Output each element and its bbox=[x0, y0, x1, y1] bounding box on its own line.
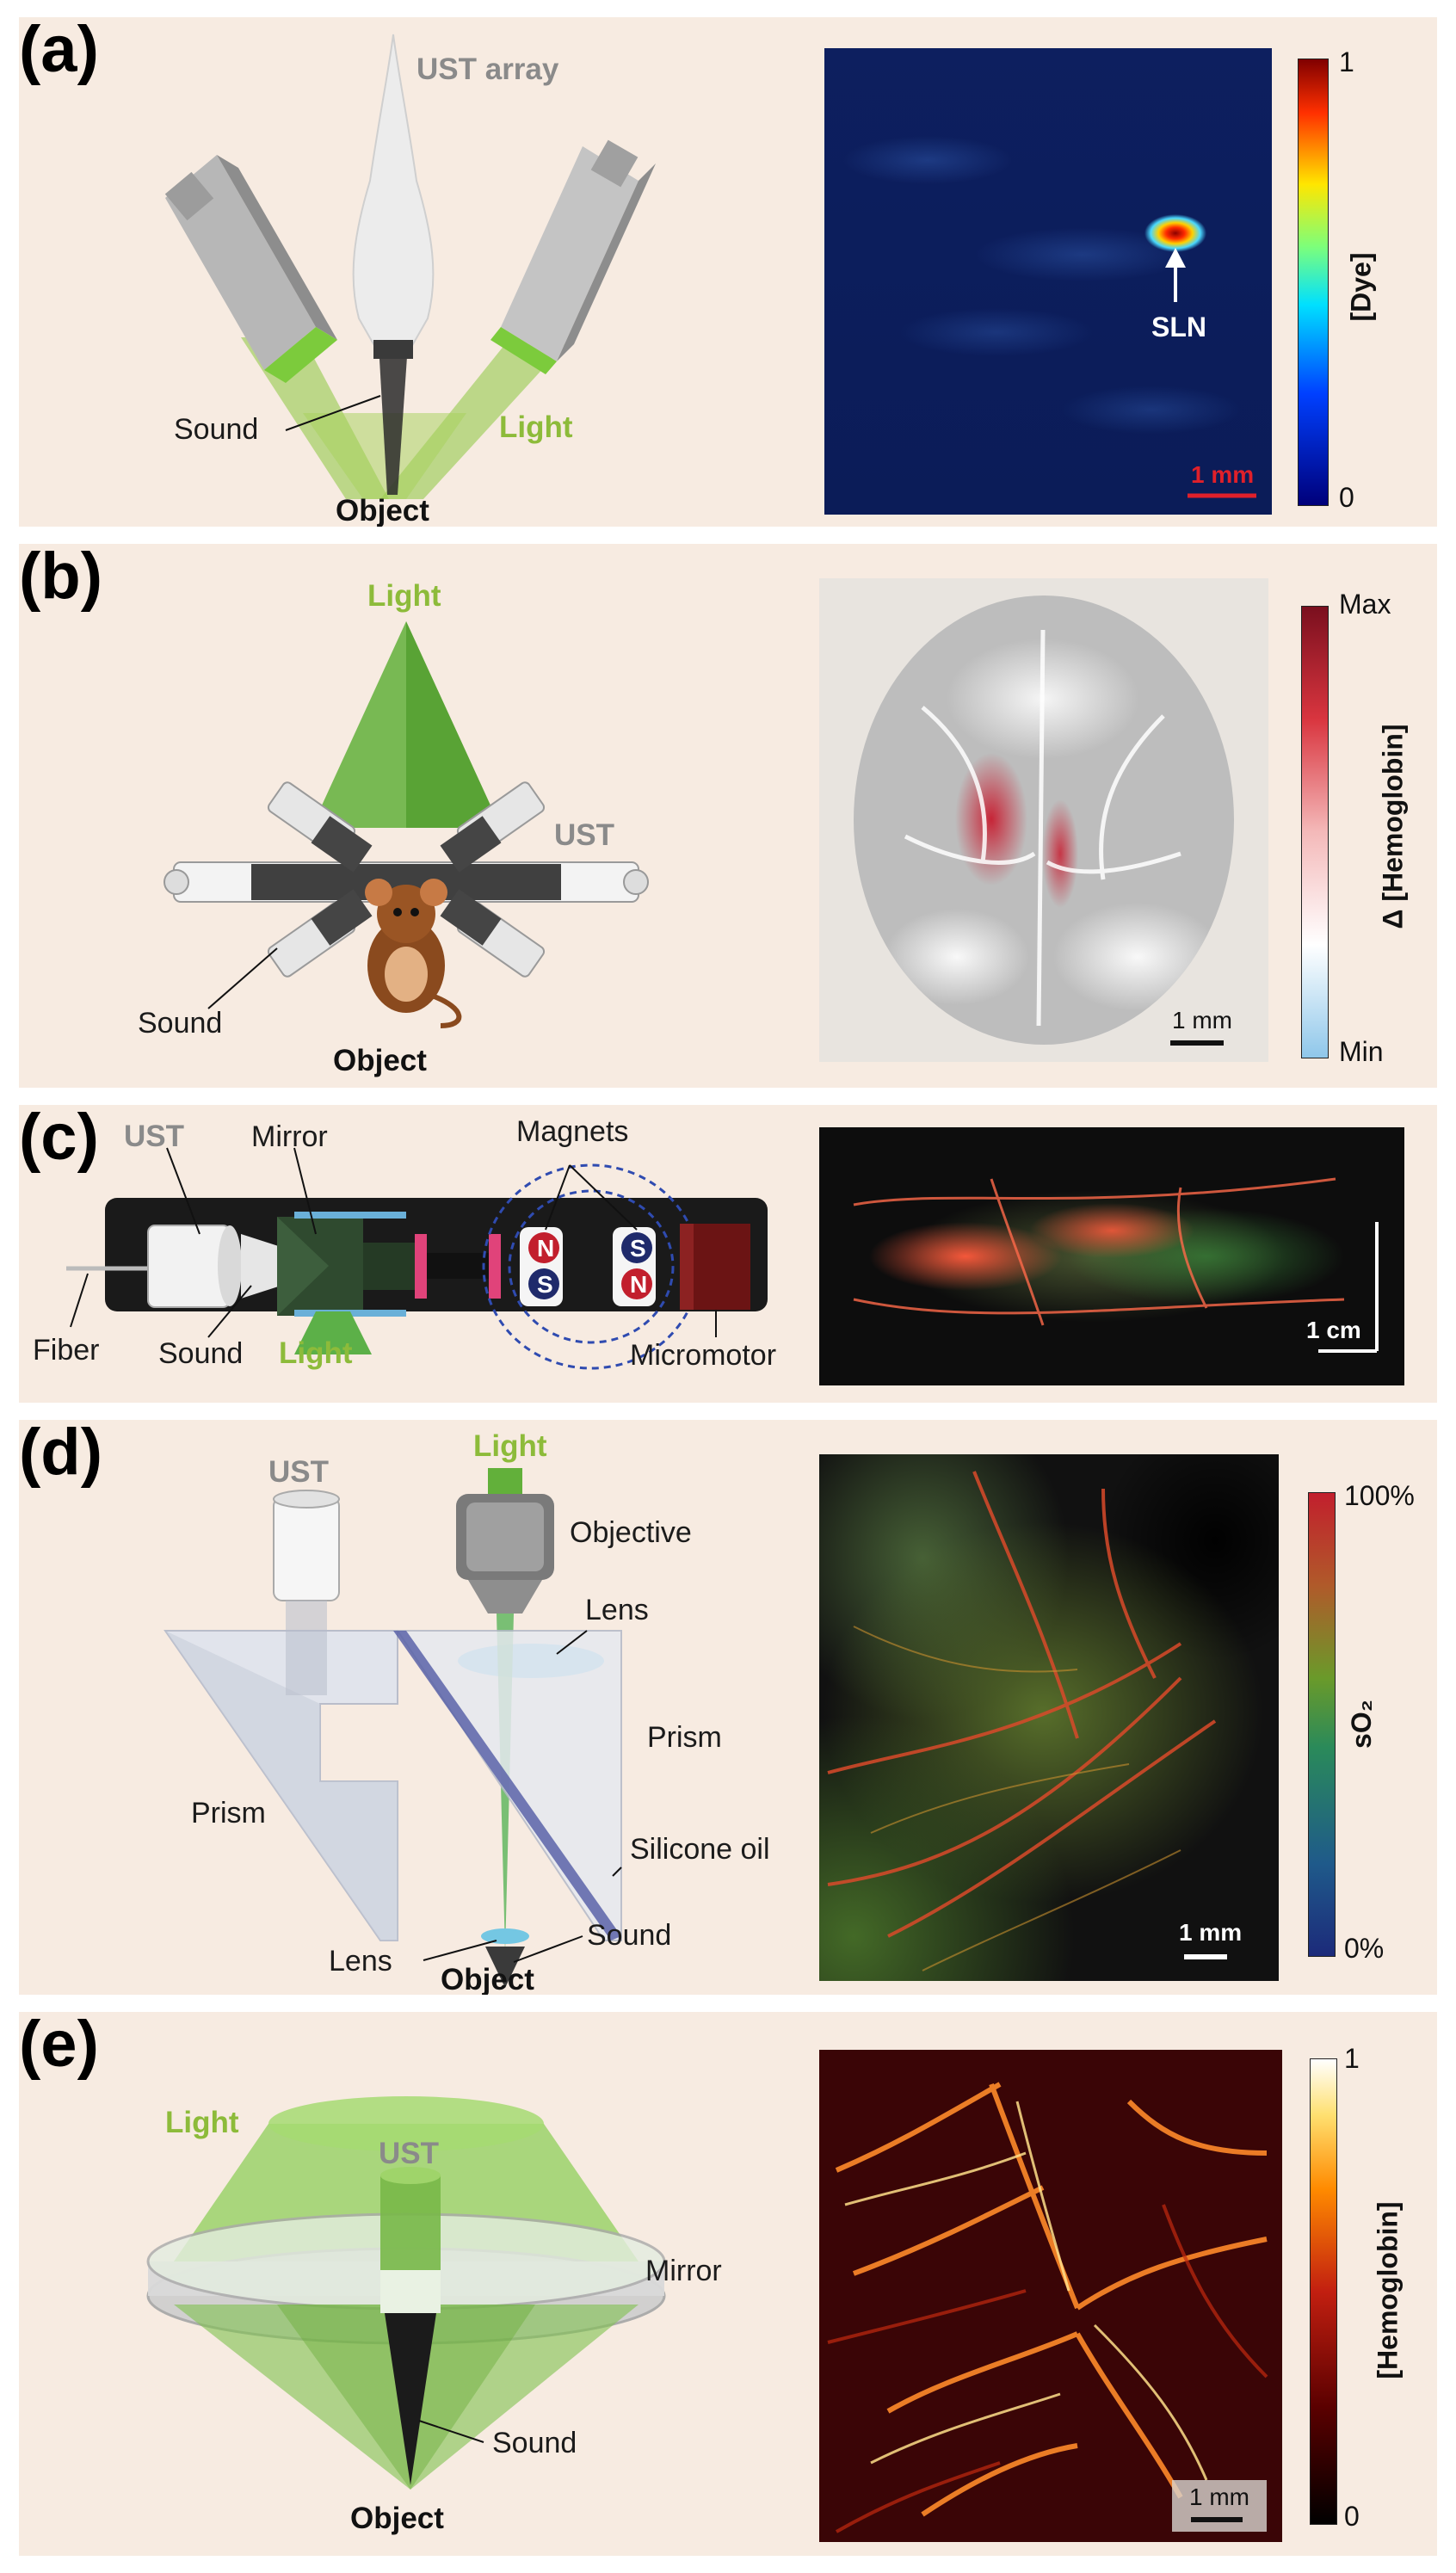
diagram-b: Light UST Sound Object bbox=[138, 579, 649, 1077]
label-ust-array: UST array bbox=[416, 52, 559, 86]
label-ust: UST bbox=[124, 1120, 184, 1153]
label-micromotor: Micromotor bbox=[630, 1339, 776, 1372]
label-sound: Sound bbox=[587, 1919, 671, 1952]
label-object: Object bbox=[350, 2502, 444, 2535]
label-sound: Sound bbox=[158, 1337, 243, 1370]
panel-letter: (a) bbox=[19, 17, 99, 86]
label-light: Light bbox=[499, 410, 573, 444]
label-fiber: Fiber bbox=[33, 1334, 99, 1367]
label-sound: Sound bbox=[138, 1007, 222, 1040]
colorbar-min: Min bbox=[1339, 1036, 1384, 1067]
colorbar-min: 0 bbox=[1344, 2501, 1360, 2532]
magnet-north-label: N bbox=[537, 1235, 554, 1262]
label-object: Object bbox=[333, 1044, 427, 1077]
colorbar-max: 100% bbox=[1344, 1480, 1415, 1511]
panel-letter: (e) bbox=[19, 2012, 99, 2081]
colorbar-hemoglobin bbox=[1310, 2058, 1337, 2525]
colorbar-min: 0% bbox=[1344, 1933, 1385, 1964]
image-hemoglobin-vessels: 1 mm bbox=[819, 2050, 1282, 2542]
image-endoscopic-vessels: 1 cm bbox=[819, 1127, 1404, 1385]
label-object: Object bbox=[441, 1963, 534, 1995]
label-mirror: Mirror bbox=[645, 2255, 722, 2287]
diagram-a: UST array Sound Light Object bbox=[164, 34, 656, 527]
panel-letter: (d) bbox=[19, 1420, 103, 1489]
label-silicone-oil: Silicone oil bbox=[630, 1833, 770, 1866]
magnet-south-label: S bbox=[630, 1235, 646, 1262]
scale-bar-label: 1 mm bbox=[1179, 1919, 1243, 1946]
colorbar-hemoglobin-delta bbox=[1301, 606, 1329, 1058]
panel-c: (c) N S S N bbox=[19, 1105, 1437, 1403]
colorbar-label: sO₂ bbox=[1345, 1700, 1377, 1749]
label-object: Object bbox=[336, 494, 429, 527]
panel-letter: (c) bbox=[19, 1105, 99, 1174]
label-ust: UST bbox=[379, 2137, 439, 2170]
label-light: Light bbox=[165, 2106, 239, 2139]
label-magnets: Magnets bbox=[516, 1115, 628, 1148]
label-objective: Objective bbox=[570, 1516, 692, 1549]
scale-bar-label: 1 mm bbox=[1172, 1007, 1232, 1034]
label-sound: Sound bbox=[174, 413, 258, 446]
colorbar-label: [Dye] bbox=[1345, 252, 1377, 322]
panel-a: (a) UST array Sound Light Object bbox=[19, 17, 1437, 527]
colorbar-so2 bbox=[1308, 1492, 1336, 1957]
colorbar-max: Max bbox=[1339, 589, 1391, 620]
scale-bar-label: 1 cm bbox=[1306, 1317, 1361, 1343]
panel-b: (b) Light UST Sound bbox=[19, 544, 1437, 1088]
label-light: Light bbox=[473, 1429, 547, 1463]
magnet-south-label: S bbox=[537, 1271, 553, 1298]
diagram-e: Light UST Mirror Sound Object bbox=[146, 2096, 722, 2535]
image-so2-vasculature: 1 mm bbox=[819, 1454, 1279, 1981]
label-ust: UST bbox=[554, 818, 614, 852]
image-hemoglobin-brain: 1 mm bbox=[819, 578, 1268, 1062]
label-lens-bottom: Lens bbox=[329, 1945, 392, 1978]
colorbar-dye bbox=[1298, 59, 1329, 506]
diagram-d: Light UST Objective Lens Prism Prism Sil… bbox=[163, 1429, 770, 1995]
image-sentinel-lymph-node: SLN 1 mm bbox=[824, 48, 1272, 515]
scale-bar-label: 1 mm bbox=[1191, 461, 1255, 488]
label-prism-right: Prism bbox=[647, 1721, 722, 1754]
panel-e: (e) Light UST Mirror Sound Object bbox=[19, 2012, 1437, 2556]
colorbar-min: 0 bbox=[1339, 482, 1354, 513]
label-prism-left: Prism bbox=[191, 1797, 266, 1829]
magnet-north-label: N bbox=[630, 1271, 647, 1298]
label-light: Light bbox=[279, 1336, 353, 1370]
label-light: Light bbox=[367, 579, 441, 613]
colorbar-max: 1 bbox=[1344, 2043, 1360, 2074]
colorbar-label: [Hemoglobin] bbox=[1372, 2201, 1404, 2379]
label-mirror: Mirror bbox=[251, 1120, 328, 1153]
panel-d: (d) Light UST Objective Lens Pri bbox=[19, 1420, 1437, 1995]
label-sound: Sound bbox=[492, 2427, 577, 2459]
colorbar-label: Δ [Hemoglobin] bbox=[1377, 724, 1409, 929]
label-lens-top: Lens bbox=[585, 1594, 649, 1626]
panel-letter: (b) bbox=[19, 544, 103, 613]
colorbar-max: 1 bbox=[1339, 46, 1354, 77]
diagram-c: N S S N UST Mirror Magnets Fiber Sound L… bbox=[33, 1115, 776, 1372]
sln-label: SLN bbox=[1151, 312, 1206, 342]
scale-bar-label: 1 mm bbox=[1189, 2484, 1249, 2510]
label-ust: UST bbox=[268, 1455, 329, 1489]
